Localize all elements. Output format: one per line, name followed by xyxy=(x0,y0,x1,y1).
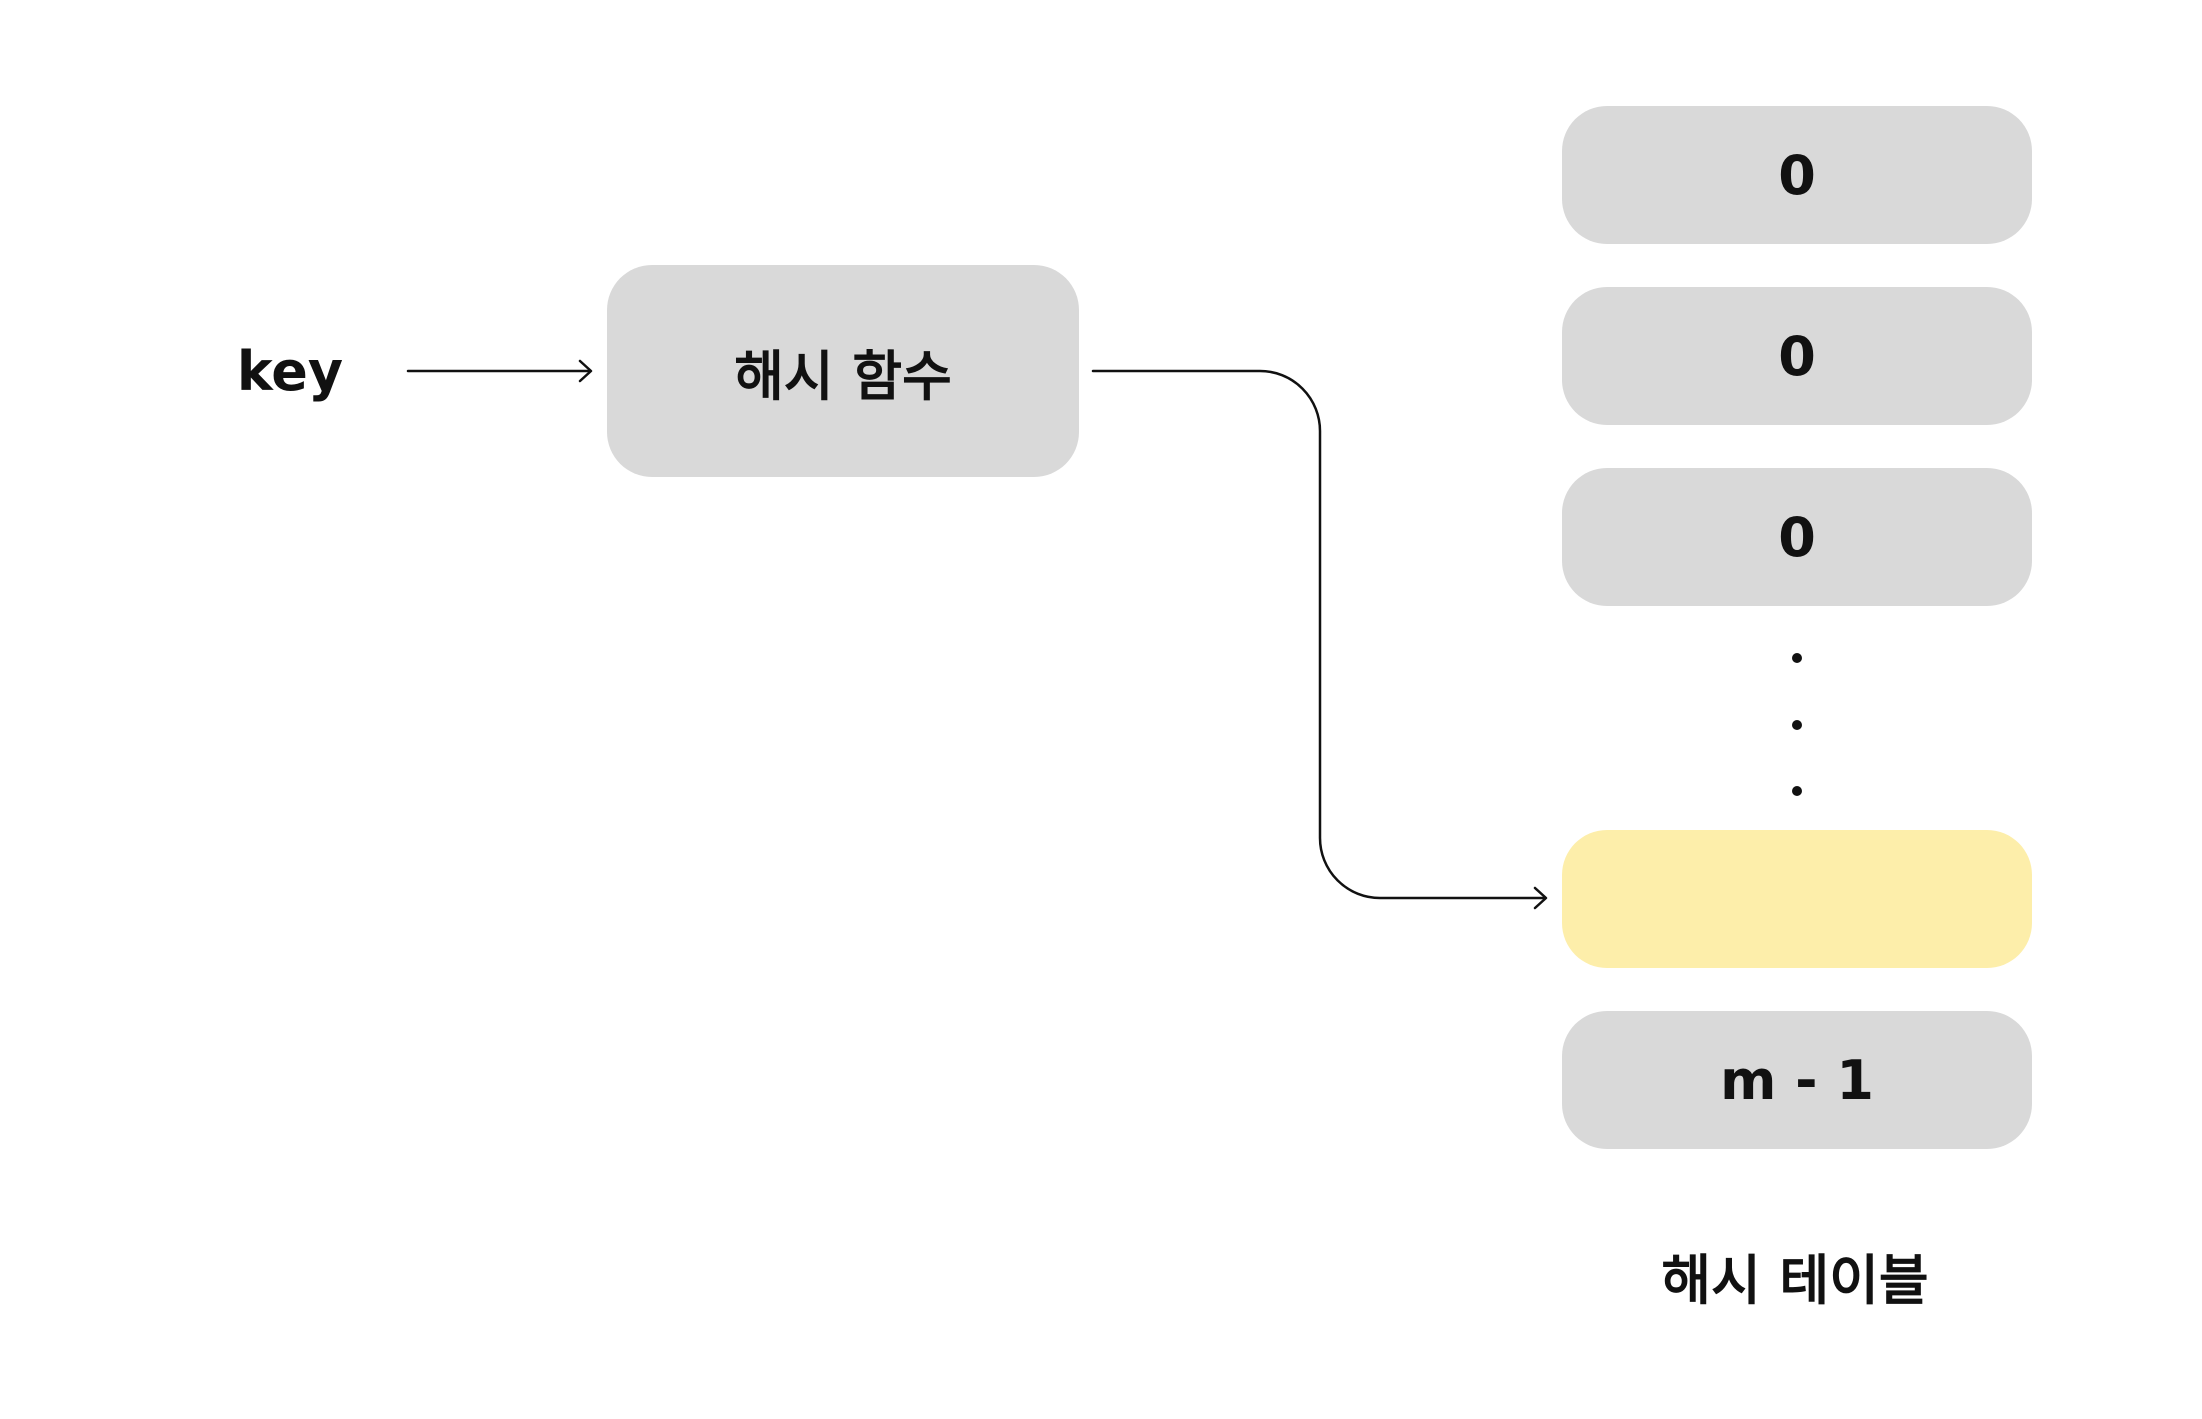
ellipsis-dot xyxy=(1792,786,1802,796)
hash-slot: 0 xyxy=(1562,106,2032,244)
hash-function-label: 해시 함수 xyxy=(734,344,952,408)
hash-slot-label: 0 xyxy=(1778,505,1816,569)
ellipsis-dot xyxy=(1792,720,1802,730)
hash-slot-target xyxy=(1562,830,2032,968)
ellipsis-dot xyxy=(1792,653,1802,663)
key-label: key xyxy=(236,339,344,403)
key-to-function-arrowhead xyxy=(578,359,593,383)
hash-table-caption: 해시 테이블 xyxy=(1661,1248,1929,1312)
hash-slot: m - 1 xyxy=(1562,1011,2032,1149)
hash-slot: 0 xyxy=(1562,468,2032,606)
hash-slot-label: 0 xyxy=(1778,324,1816,388)
function-to-slot-arrowhead xyxy=(1533,886,1548,910)
hash-slot-label: m - 1 xyxy=(1720,1048,1874,1112)
function-to-slot-connector xyxy=(1091,369,1547,900)
hash-function-box: 해시 함수 xyxy=(607,265,1079,477)
hash-slot: 0 xyxy=(1562,287,2032,425)
hash-slot-label: 0 xyxy=(1778,143,1816,207)
